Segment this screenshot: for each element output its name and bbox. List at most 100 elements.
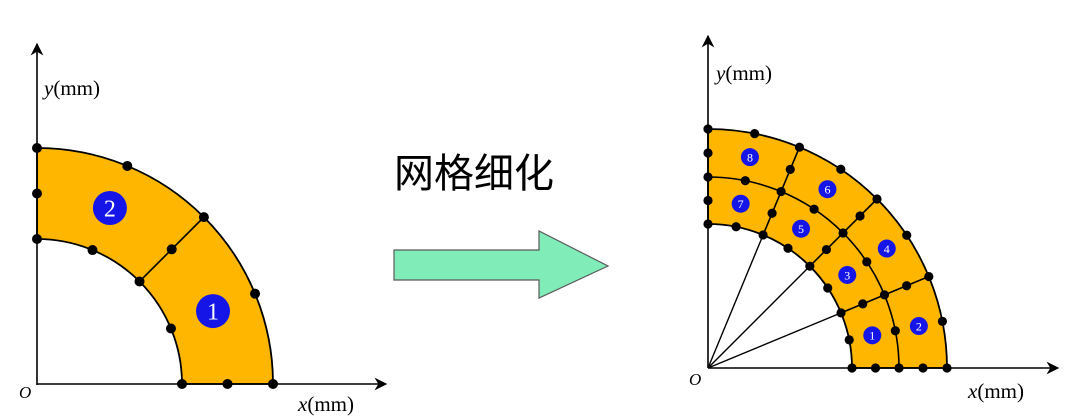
mesh-node	[134, 276, 145, 287]
mesh-node	[703, 172, 713, 182]
mesh-node	[836, 308, 846, 318]
mesh-node	[872, 194, 882, 204]
mesh-node	[703, 195, 713, 206]
mesh-node	[942, 363, 952, 373]
mesh-node	[858, 299, 868, 309]
element-badge-label: 1	[207, 300, 219, 326]
element-badge-circle	[818, 180, 837, 199]
element-badge-circle	[92, 191, 127, 226]
mesh-node	[918, 363, 928, 373]
mesh-node	[703, 124, 713, 134]
mesh-node	[250, 288, 261, 299]
origin-ray	[707, 265, 811, 369]
element-badge-circle	[740, 148, 759, 167]
mesh-node	[902, 230, 912, 240]
mesh-node	[836, 164, 846, 174]
mesh-node	[823, 283, 833, 293]
mesh-node	[785, 164, 795, 174]
element-badge-2: 2	[92, 191, 127, 226]
mesh-node	[809, 204, 819, 214]
mesh-node	[740, 176, 750, 186]
arrow-label: 网格细化	[394, 151, 554, 197]
mesh-node	[847, 363, 857, 373]
mesh-node	[703, 148, 713, 158]
element-badge-circle	[863, 326, 882, 345]
element-badge-label: 7	[738, 197, 744, 211]
element-badge-4: 4	[877, 239, 896, 258]
mesh-node	[838, 228, 848, 238]
element-badge-7: 7	[731, 194, 750, 213]
left-nodes	[32, 143, 278, 389]
element-badge-circle	[792, 219, 811, 238]
right-origin-rays	[707, 234, 842, 369]
mesh-node	[731, 222, 741, 232]
element-badge-label: 2	[104, 197, 116, 223]
mesh-node	[703, 219, 713, 229]
mesh-node	[32, 234, 42, 244]
mesh-node	[32, 143, 42, 153]
element-badge-circle	[877, 239, 896, 258]
mesh-node	[870, 363, 881, 373]
mesh-node	[862, 257, 872, 267]
right-y-axis-label: y(mm)	[714, 61, 772, 85]
element-badge-circle	[731, 194, 750, 213]
left-panel: 12 y(mm) x(mm) O	[19, 42, 388, 416]
element-badge-3: 3	[838, 265, 857, 284]
right-origin-label: O	[689, 370, 701, 389]
element-badge-6: 6	[818, 180, 837, 199]
mesh-node	[890, 326, 900, 336]
mesh-node	[177, 379, 187, 389]
element-badge-label: 6	[824, 183, 830, 197]
origin-ray	[707, 234, 764, 369]
mesh-node	[844, 335, 854, 345]
mesh-node	[902, 281, 912, 291]
element-badge-label: 5	[798, 222, 804, 236]
element-badge-label: 2	[916, 319, 922, 333]
mesh-node	[879, 290, 890, 300]
mesh-node	[198, 212, 209, 223]
left-element-badges: 12	[92, 191, 230, 329]
left-y-axis-label: y(mm)	[42, 76, 100, 100]
arrow-shape	[393, 230, 610, 299]
mesh-node	[165, 323, 176, 334]
mesh-node	[855, 211, 865, 221]
origin-ray	[707, 312, 842, 369]
mesh-node	[776, 186, 786, 197]
element-badge-label: 8	[747, 150, 753, 164]
mesh-node	[794, 142, 805, 152]
mesh-node	[87, 245, 98, 256]
mesh-node	[32, 188, 42, 199]
mesh-node	[122, 160, 133, 171]
mesh-node	[937, 316, 948, 326]
element-badge-5: 5	[792, 219, 811, 238]
element-badge-circle	[909, 317, 928, 336]
mesh-node	[268, 379, 278, 389]
right-nodes	[703, 124, 952, 373]
mesh-node	[894, 363, 904, 373]
right-element-badges: 1 2 3 4 5 6 7 8	[731, 148, 928, 345]
element-badge-1: 1	[863, 326, 882, 345]
mesh-node	[805, 261, 815, 271]
element-badge-label: 1	[869, 329, 875, 343]
element-badge-label: 4	[884, 242, 890, 256]
element-badge-8: 8	[740, 148, 759, 167]
right-x-axis-label: x(mm)	[967, 379, 1024, 403]
refinement-arrow: 网格细化	[393, 151, 610, 299]
mesh-node	[166, 244, 177, 255]
left-mesh	[36, 147, 274, 385]
element-badge-circle	[838, 265, 857, 284]
mesh-node	[767, 208, 777, 218]
element-badge-circle	[195, 294, 230, 329]
left-x-axis-label: x(mm)	[297, 392, 354, 416]
right-panel: 1 2 3 4 5 6 7 8 y(mm) x(mm) O	[689, 34, 1060, 403]
element-badge-2: 2	[909, 317, 928, 336]
mesh-node	[758, 230, 768, 240]
mesh-node	[821, 244, 832, 255]
element-badge-label: 3	[844, 268, 850, 282]
mesh-node	[222, 379, 233, 389]
mesh-node	[924, 271, 934, 282]
left-origin-label: O	[19, 383, 31, 402]
mesh-node	[750, 128, 760, 139]
mesh-node	[783, 243, 793, 253]
